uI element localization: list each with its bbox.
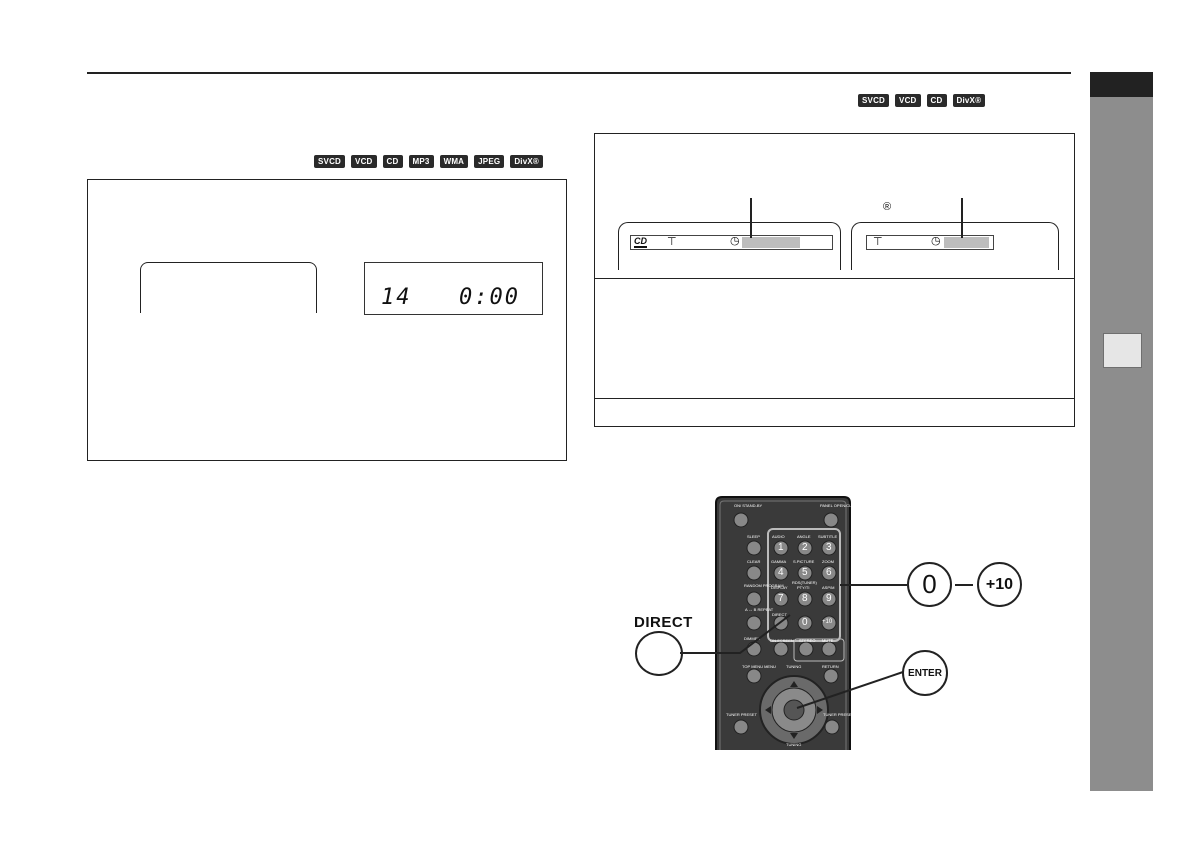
- pty-button-label: PTY/TI: [797, 585, 810, 590]
- time-field-highlight: [944, 237, 989, 248]
- panel-button-label: PANEL OPEN/CLOSE: [820, 503, 860, 508]
- random-button-label: RANDOM PROGRAM: [744, 583, 784, 588]
- cd-osd-bar: CD ⊤ ◷: [630, 235, 833, 250]
- onscreen-button-label: ON SCREEN: [770, 638, 794, 643]
- cd-logo-icon: CD: [634, 236, 647, 248]
- track-t-icon: ⊤: [873, 236, 883, 248]
- divx-screen-example: ⊤ ◷: [851, 222, 1059, 270]
- display-time: 0:00: [459, 285, 520, 310]
- tuner-preset-label: TUNER PRESET: [823, 712, 854, 717]
- vcd-badge: VCD: [895, 94, 921, 107]
- rds-label: RDS(TUNER): [792, 580, 817, 585]
- digit-8: 8: [802, 593, 808, 604]
- digit-5: 5: [802, 567, 808, 578]
- cd-badge: CD: [382, 155, 403, 168]
- right-disc-badges: SVCD VCD CD DivX®: [858, 94, 986, 107]
- display-button-label: DISPLAY: [771, 585, 788, 590]
- section-marker: [1103, 333, 1142, 368]
- right-instruction-box: CD ⊤ ◷ ® ⊤ ◷: [594, 133, 1075, 427]
- callout-zero-button: 0: [907, 562, 952, 607]
- divx-badge: DivX®: [510, 155, 543, 168]
- clear-button-label: CLEAR: [747, 559, 761, 564]
- tuner-preset-label: TUNER PRESET: [726, 712, 757, 717]
- range-dash: [955, 584, 973, 586]
- topmenu-button-label: TOP MENU MENU: [742, 664, 776, 669]
- wma-badge: WMA: [439, 155, 469, 168]
- dimmer-button-label: DIMMER: [744, 636, 761, 641]
- callout-direct-button: [635, 631, 683, 676]
- vcd-badge: VCD: [351, 155, 377, 168]
- clock-icon: ◷: [730, 235, 740, 247]
- track-t-icon: ⊤: [667, 236, 677, 248]
- divx-badge: DivX®: [952, 94, 986, 107]
- clock-icon: ◷: [931, 235, 941, 247]
- svcd-badge: SVCD: [314, 155, 346, 168]
- digit-3: 3: [826, 542, 832, 553]
- zero-label: 0: [922, 569, 937, 599]
- digit-2: 2: [802, 542, 808, 553]
- sidebar-header-block: [1090, 72, 1153, 97]
- left-disc-badges: SVCD VCD CD MP3 WMA JPEG DivX®: [314, 155, 543, 168]
- spicture-button-label: S.PICTURE: [793, 559, 815, 564]
- divx-callout-line: [961, 198, 963, 238]
- power-button-label: ON/ STAND-BY: [734, 503, 763, 508]
- direct-button-label: DIRECT: [772, 612, 787, 617]
- enter-label: ENTER: [908, 667, 942, 679]
- mute-button-label: MUTE: [822, 638, 834, 643]
- plus10-label: +10: [985, 575, 1014, 593]
- digit-6: 6: [826, 567, 832, 578]
- direct-callout-label: DIRECT: [634, 614, 693, 631]
- remote-control: [715, 496, 851, 750]
- stereo-button-label: STEREO: [799, 638, 816, 643]
- registered-mark: ®: [883, 201, 892, 213]
- svcd-badge: SVCD: [858, 94, 890, 107]
- divider: [595, 398, 1074, 399]
- digit-0: 0: [802, 617, 808, 628]
- repeat-button-label: A ↔ B REPEAT: [745, 607, 774, 612]
- display-track-number: 14: [381, 285, 412, 310]
- divx-osd-bar: ⊤ ◷: [866, 235, 994, 250]
- asp-button-label: ASP/M: [822, 585, 835, 590]
- tuning-label: TUNING: [786, 742, 802, 747]
- section-sidebar: [1090, 72, 1153, 791]
- top-rule: [87, 72, 1071, 74]
- enter-leader-line: [796, 671, 904, 709]
- digit-9: 9: [826, 593, 832, 604]
- number-pad-leader: [840, 584, 907, 586]
- callout-enter-button: ENTER: [902, 650, 948, 696]
- callout-plus10-button: +10: [977, 562, 1022, 607]
- jpeg-badge: JPEG: [474, 155, 505, 168]
- subtitle-button-label: SUBTITLE: [818, 534, 838, 539]
- cd-callout-line: [750, 198, 752, 238]
- digit-4: 4: [778, 567, 784, 578]
- gamma-button-label: GAMMA: [771, 559, 787, 564]
- tv-screen-outline: [140, 262, 317, 313]
- sleep-button-label: SLEEP: [747, 534, 760, 539]
- digit-7: 7: [778, 593, 784, 604]
- time-field-highlight: [742, 237, 800, 248]
- audio-button-label: AUDIO: [772, 534, 785, 539]
- digit-plus10: +10: [822, 619, 833, 625]
- digit-1: 1: [778, 542, 784, 553]
- mp3-badge: MP3: [408, 155, 434, 168]
- main-unit-display: 14 0:00: [364, 262, 543, 315]
- direct-leader-line: [680, 614, 791, 654]
- divider: [595, 278, 1074, 279]
- left-instruction-box: 14 0:00: [87, 179, 567, 461]
- zoom-button-label: ZOOM: [822, 559, 834, 564]
- cd-badge: CD: [926, 94, 947, 107]
- cd-screen-example: CD ⊤ ◷: [618, 222, 841, 270]
- angle-button-label: ANGLE: [797, 534, 811, 539]
- return-button-label: RETURN: [822, 664, 839, 669]
- tuning-label: TUNING: [786, 664, 802, 669]
